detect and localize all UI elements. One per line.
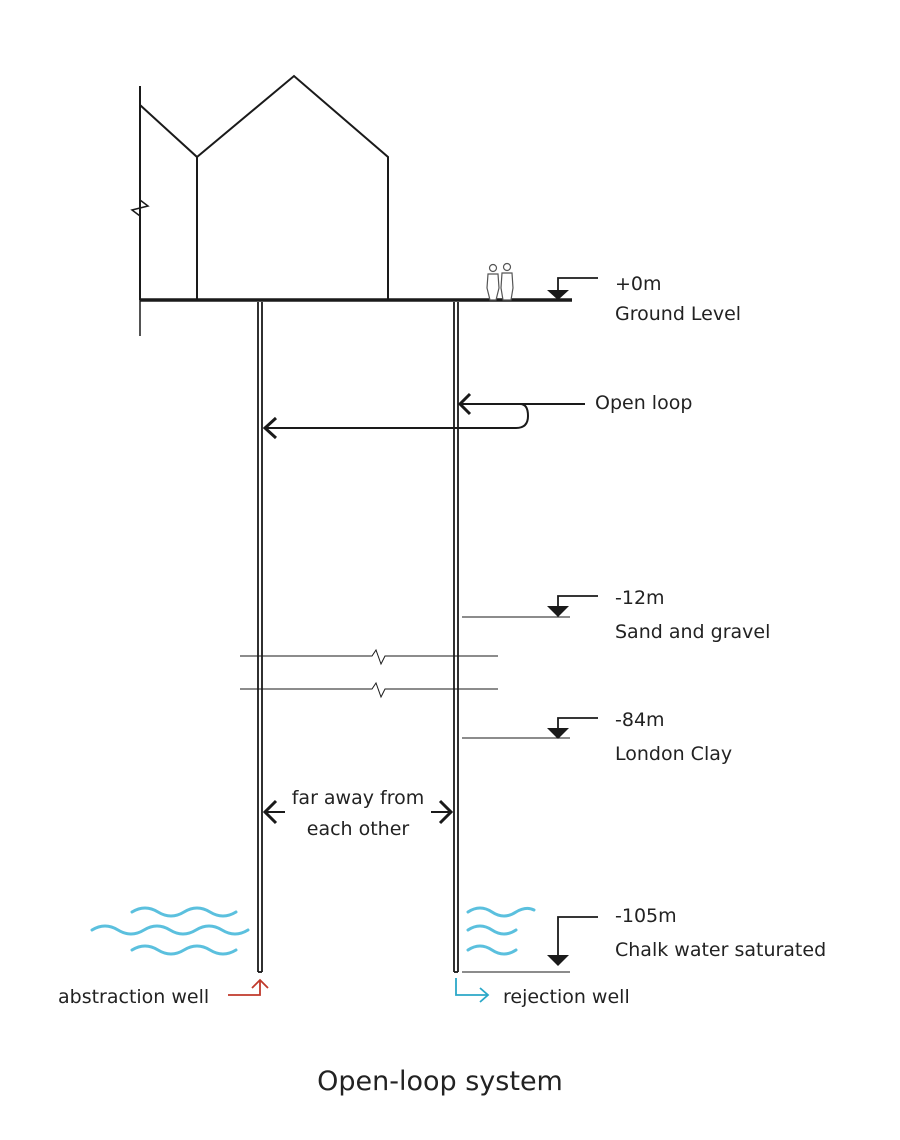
rejection-well-label: rejection well xyxy=(503,986,630,1008)
level-name-london-clay: London Clay xyxy=(615,743,732,765)
level-marker-sand-gravel: -12m Sand and gravel xyxy=(462,587,770,643)
abstraction-well-pipe xyxy=(257,302,263,973)
groundwater-waves-right xyxy=(466,906,536,956)
level-name-chalk: Chalk water saturated xyxy=(615,939,826,961)
open-loop-arrow xyxy=(262,392,585,440)
level-marker-london-clay: -84m London Clay xyxy=(462,709,732,765)
level-marker-chalk: -105m Chalk water saturated xyxy=(462,905,826,973)
abstraction-well-label: abstraction well xyxy=(58,986,209,1008)
break-lines xyxy=(240,648,498,699)
level-name-sand-gravel: Sand and gravel xyxy=(615,621,770,643)
level-depth-ground: +0m xyxy=(615,273,662,295)
groundwater-waves-left xyxy=(90,906,250,956)
abstraction-arrow xyxy=(228,978,269,996)
open-loop-label: Open loop xyxy=(595,392,692,414)
level-marker-ground: +0m Ground Level xyxy=(547,273,741,325)
level-depth-london-clay: -84m xyxy=(615,709,665,731)
separation-label-line2: each other xyxy=(307,818,410,840)
diagram-title: Open-loop system xyxy=(317,1066,563,1097)
level-name-ground: Ground Level xyxy=(615,303,741,325)
level-depth-sand-gravel: -12m xyxy=(615,587,665,609)
house-outline xyxy=(139,74,389,300)
separation-label-bg xyxy=(285,786,431,838)
rejection-well-pipe xyxy=(453,302,459,973)
break-mark xyxy=(130,199,150,217)
level-depth-chalk: -105m xyxy=(615,905,677,927)
separation-label-line1: far away from xyxy=(292,787,425,809)
people-figures xyxy=(486,262,514,301)
rejection-arrow xyxy=(455,978,490,1003)
